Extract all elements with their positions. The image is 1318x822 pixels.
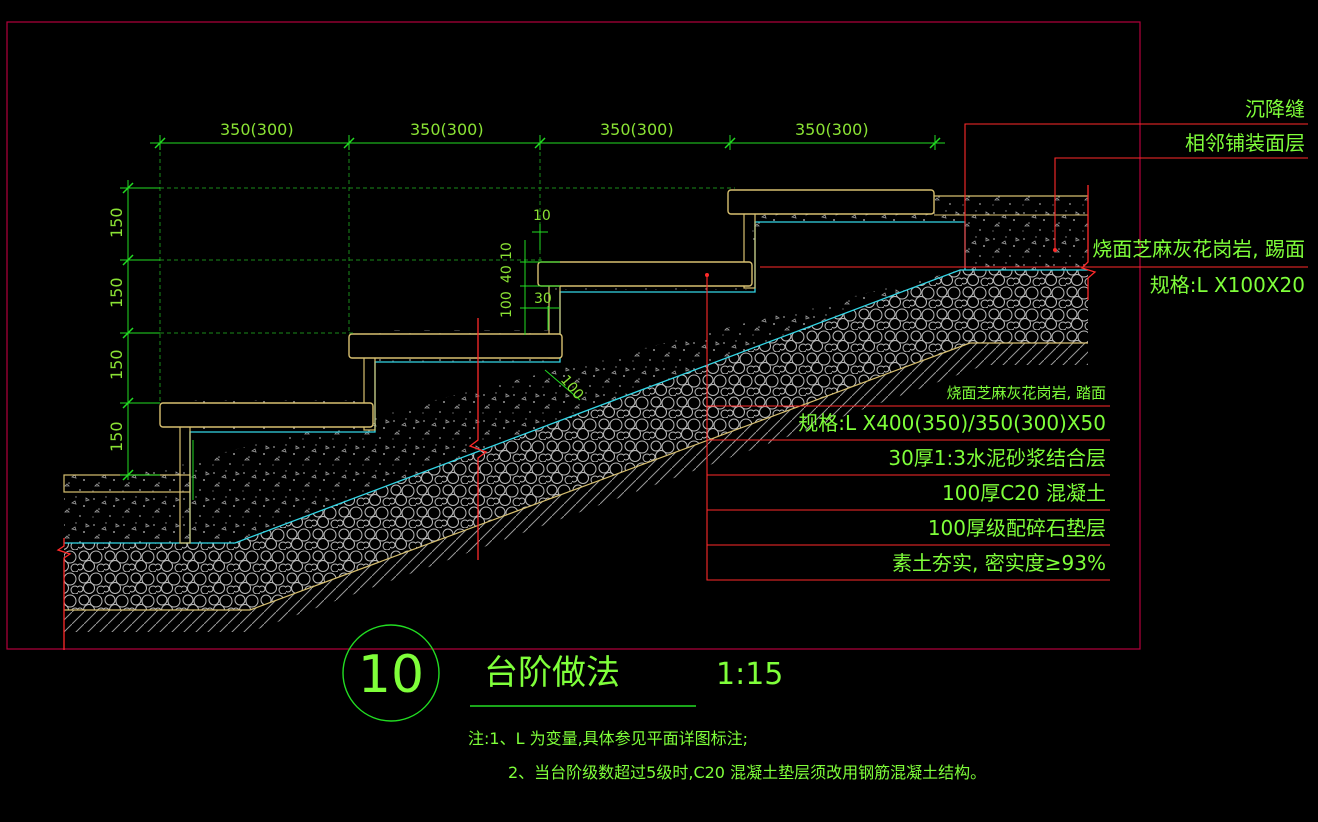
riser-dim-2: 150 [107,277,126,308]
tread-dim-2: 350(300) [410,120,484,139]
label-gravel: 100厚级配碎石垫层 [928,516,1106,540]
label-adjacent-paving: 相邻铺装面层 [1185,131,1305,155]
drawing-frame [6,21,1141,650]
detail-dim-tread: 40 [499,265,515,283]
leader-dot [1053,248,1057,252]
dimension-lines [120,135,945,500]
label-riser-spec: 规格:L X100X20 [1150,273,1305,297]
label-concrete: 100厚C20 混凝土 [942,481,1106,505]
label-tread-stone: 烧面芝麻灰花岗岩, 踏面 [946,384,1106,402]
gravel-layer [64,270,1088,610]
riser-dim-1: 150 [107,207,126,238]
detail-number: 10 [358,645,424,705]
tread-dim-4: 350(300) [795,120,869,139]
concrete-layer [64,196,1088,543]
gravel-bottom-line [64,342,1088,611]
break-lines [56,185,1097,650]
dimension-ticks [122,137,941,481]
riser-dim-4: 150 [107,421,126,452]
detail-dim-mortar: 30 [534,291,552,307]
leader-dot [705,273,709,277]
leader-lines [706,123,1308,581]
riser-dim-3: 150 [107,349,126,380]
detail-dim-top-gap: 10 [533,208,551,224]
tread-dim-3: 350(300) [600,120,674,139]
soil-layer [64,343,1088,632]
label-soil: 素土夯实, 密实度≥93% [892,551,1106,575]
note-line-2: 2、当台阶级数超过5级时,C20 混凝土垫层须改用钢筋混凝土结构。 [508,763,986,782]
detail-number-circle [342,624,440,722]
detail-title: 台阶做法 [484,653,620,693]
detail-scale: 1:15 [716,657,783,692]
label-mortar: 30厚1:3水泥砂浆结合层 [888,446,1106,470]
tread-stones [159,189,935,428]
note-line-1: 注:1、L 为变量,具体参见平面详图标注; [468,729,748,748]
detail-dim-joint: 10 [499,242,515,260]
label-riser-stone: 烧面芝麻灰花岗岩, 踢面 [1092,237,1305,261]
tread-dim-1: 350(300) [220,120,294,139]
label-tread-spec: 规格:L X400(350)/350(300)X50 [798,411,1106,435]
label-settlement-joint: 沉降缝 [1245,97,1305,121]
detail-dim-riser: 100 [499,291,515,318]
mortar-line [64,269,1088,544]
